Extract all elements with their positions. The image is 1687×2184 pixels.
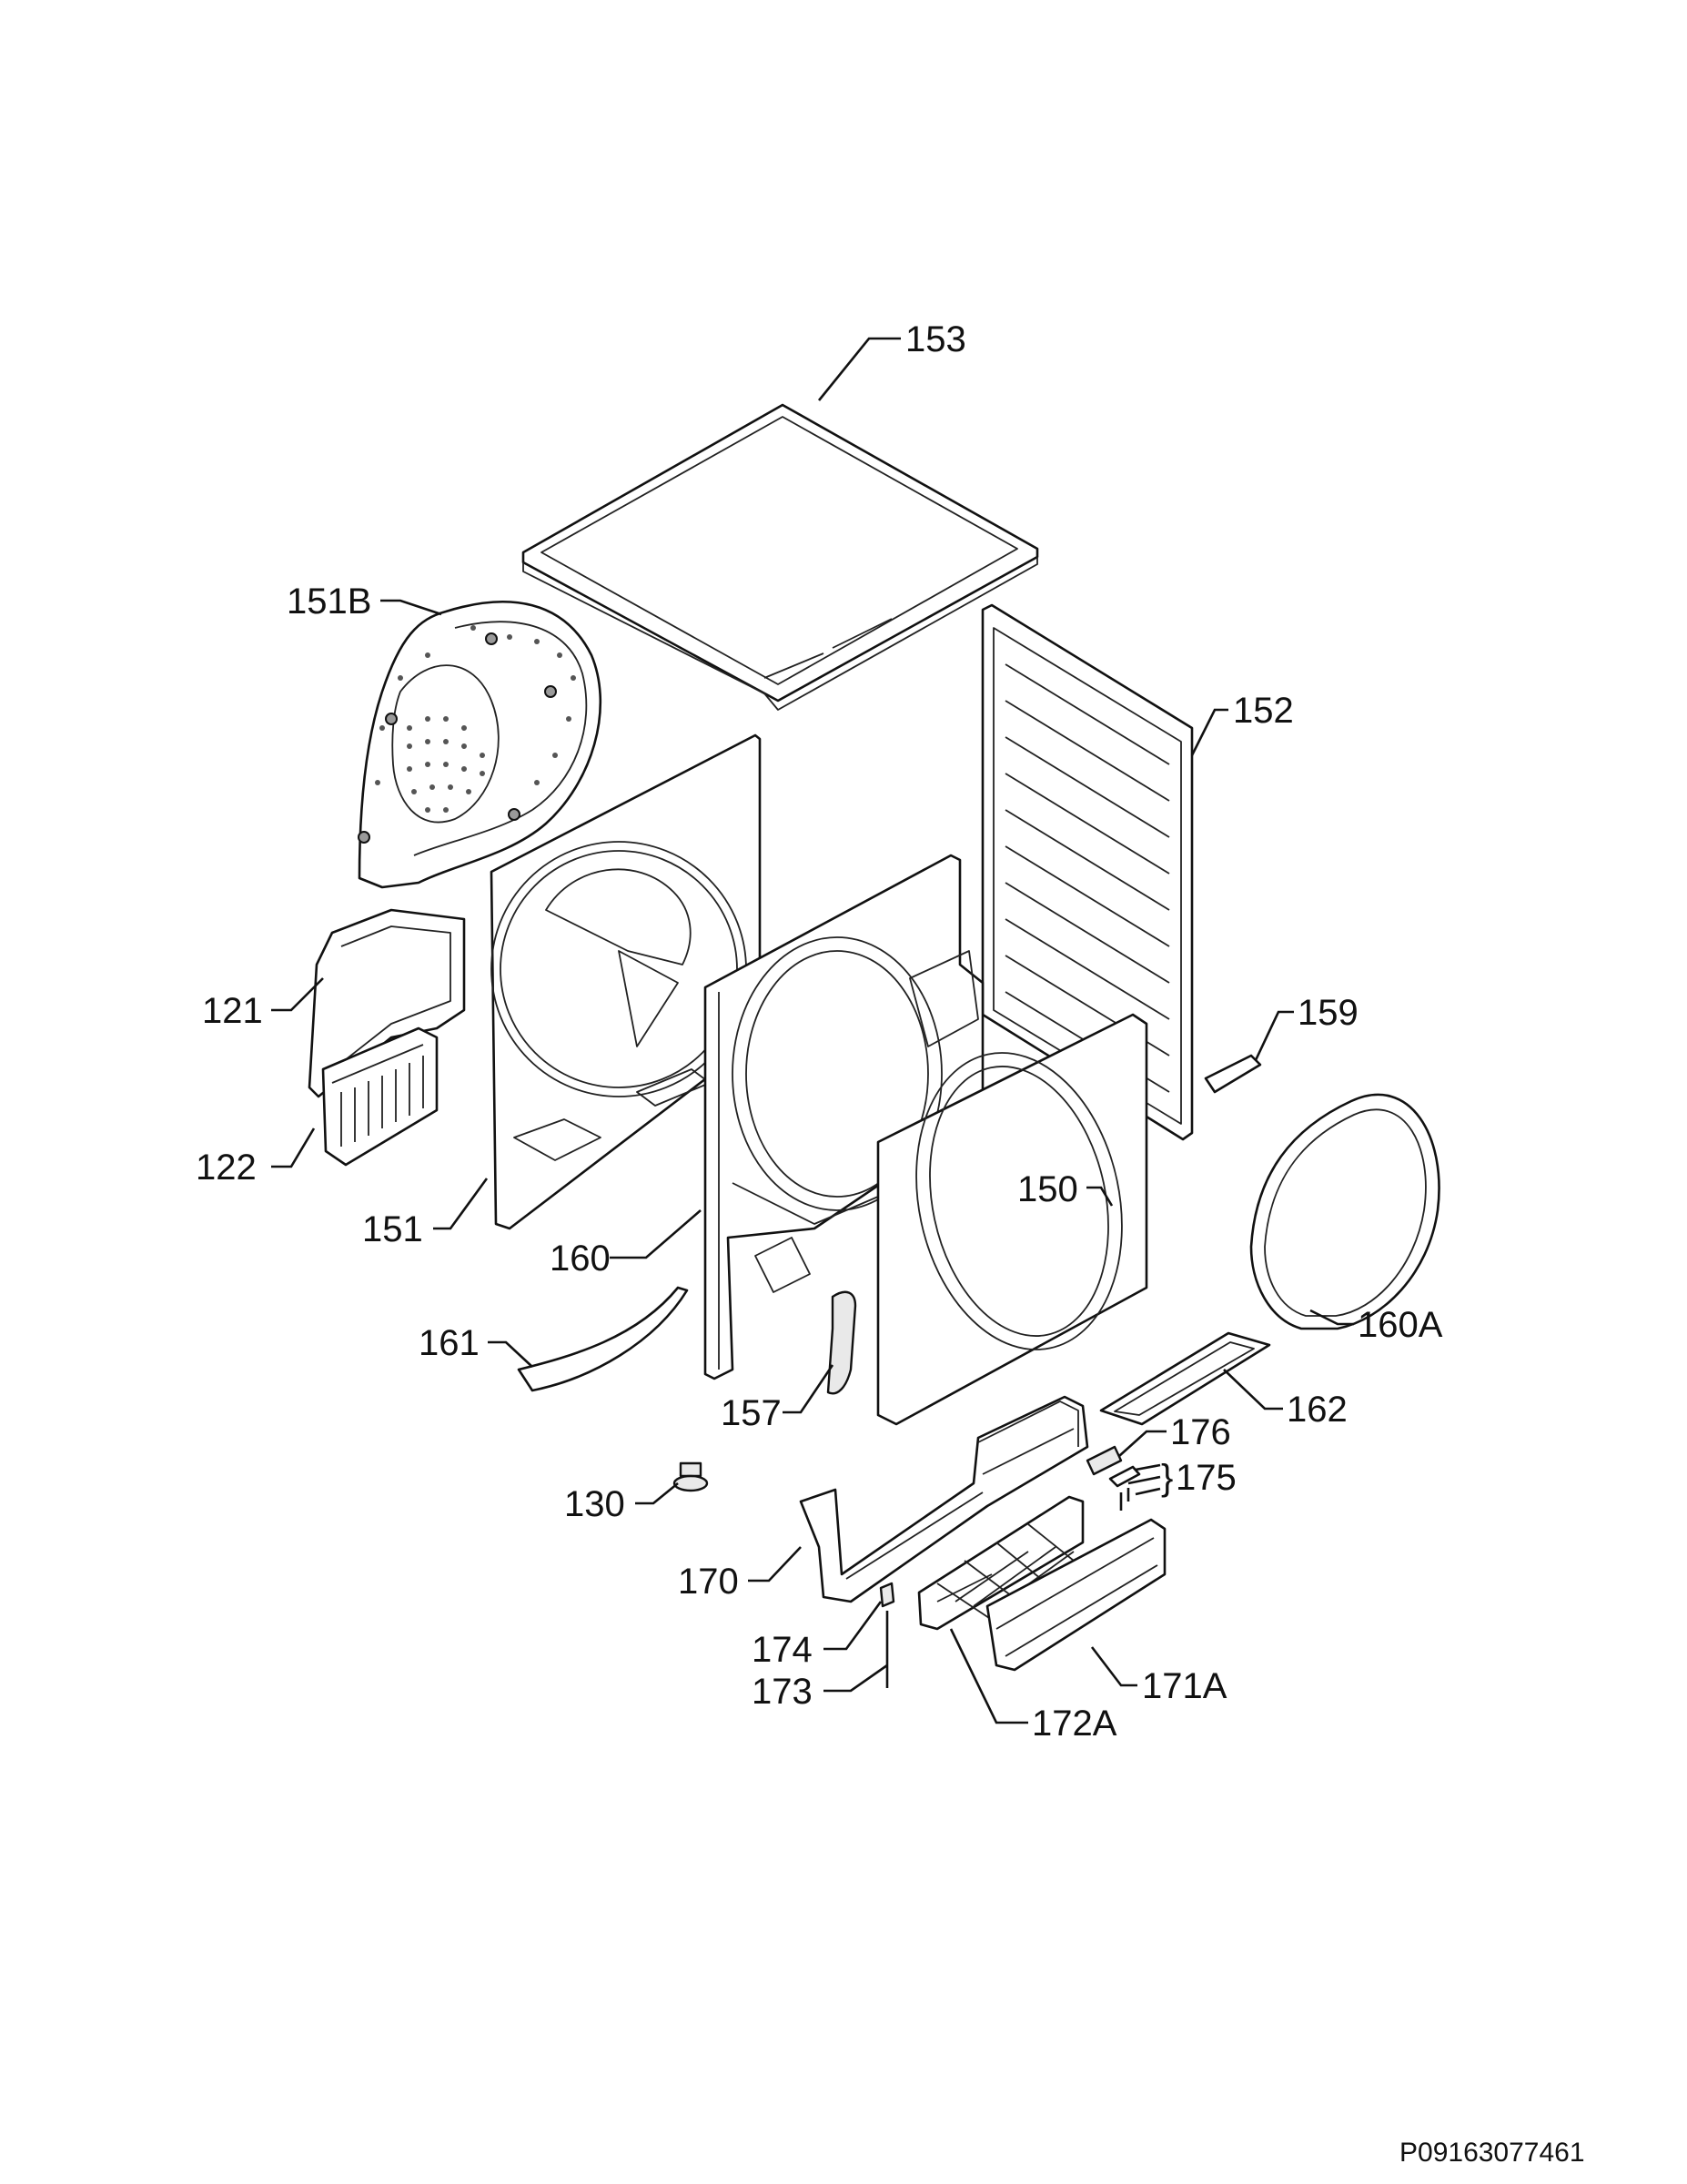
part-157-hinge-cover [826,1290,857,1395]
part-151-rear-panel [490,733,762,1230]
label-170: 170 [678,1562,739,1602]
part-160A-door-seal [1249,1093,1440,1330]
part-153-top-cover [521,403,1039,711]
part-150-front-panel [876,1013,1148,1426]
label-153: 153 [905,319,966,359]
label-161: 161 [419,1323,480,1363]
label-122: 122 [196,1148,257,1188]
part-152-side-panel [981,603,1194,1141]
part-labels: 153 151B 152 121 122 151 159 150 160 160… [196,319,1443,1744]
label-175-bracket: } [1161,1458,1173,1498]
part-162-filter-frame [1099,1331,1271,1426]
label-173: 173 [752,1672,813,1712]
label-162: 162 [1287,1390,1348,1430]
document-code: P09163077461 [1399,2138,1585,2168]
label-176: 176 [1170,1412,1231,1452]
part-172A-grille [917,1495,1085,1631]
label-175: 175 [1176,1458,1237,1498]
part-175-contacts [1108,1465,1141,1511]
leader-lines [271,337,1354,1724]
part-170-lower-panel [799,1395,1089,1603]
label-172A: 172A [1032,1704,1117,1744]
label-160A: 160A [1358,1305,1443,1345]
part-159-indicator-lens [1204,1054,1262,1094]
label-174: 174 [752,1630,813,1670]
label-130: 130 [564,1484,625,1524]
label-121: 121 [202,991,263,1031]
label-160: 160 [550,1239,611,1279]
part-161-trim-strip [517,1286,689,1392]
label-171A: 171A [1142,1666,1227,1706]
label-151B: 151B [287,581,371,622]
label-150: 150 [1017,1169,1078,1209]
part-151B-rear-duct-cover [358,601,602,889]
part-174-clip [879,1582,895,1608]
label-151: 151 [362,1209,423,1249]
part-171A-flap-cover [985,1518,1167,1672]
part-130-adjustable-foot [672,1461,709,1492]
label-159: 159 [1298,993,1359,1033]
label-152: 152 [1233,691,1294,731]
part-122-filter [321,1026,439,1167]
label-157: 157 [721,1393,782,1433]
part-176-switch [1086,1445,1123,1476]
